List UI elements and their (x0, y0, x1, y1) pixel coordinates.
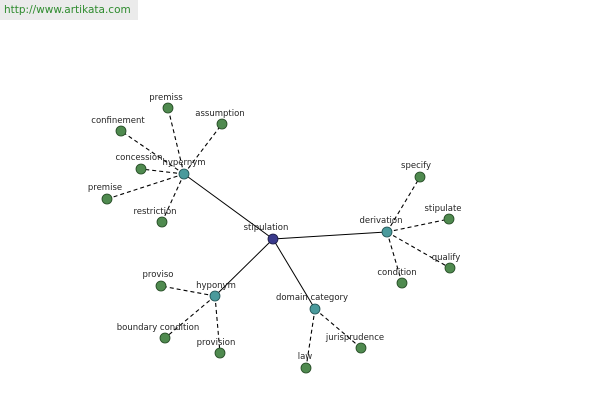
node-concession[interactable] (135, 163, 147, 175)
node-proviso[interactable] (155, 280, 167, 292)
node-stipulation[interactable] (267, 233, 279, 245)
label-stipulate[interactable]: stipulate (424, 204, 461, 214)
node-derivation[interactable] (381, 226, 393, 238)
label-specify[interactable]: specify (401, 161, 431, 171)
label-jurisprudence[interactable]: jurisprudence (325, 333, 384, 343)
edge-derivation-specify (386, 176, 421, 233)
edge-hypernym-premiss (167, 107, 185, 175)
label-provision[interactable]: provision (197, 338, 236, 348)
node-jurisprudence[interactable] (355, 342, 367, 354)
edge-derivation-stipulate (386, 218, 450, 233)
edges-layer (106, 107, 451, 369)
edge-hypernym-assumption (183, 123, 223, 175)
nodes-layer (101, 102, 456, 374)
label-hyponym[interactable]: hyponym (196, 281, 236, 291)
edge-derivation-condition (386, 231, 403, 284)
node-confinement[interactable] (115, 125, 127, 137)
label-restriction[interactable]: restriction (133, 207, 176, 217)
node-qualify[interactable] (444, 262, 456, 274)
label-law[interactable]: law (298, 352, 313, 362)
node-assumption[interactable] (216, 118, 228, 130)
label-derivation[interactable]: derivation (359, 216, 402, 226)
edge-stipulation-hypernym (183, 173, 274, 240)
label-condition[interactable]: condition (377, 268, 416, 278)
edge-hypernym-concession (140, 168, 185, 175)
node-hyponym[interactable] (209, 290, 221, 302)
label-premise[interactable]: premise (88, 183, 122, 193)
node-condition[interactable] (396, 277, 408, 289)
edge-hypernym-confinement (120, 130, 185, 175)
label-domain-category[interactable]: domain category (276, 293, 348, 303)
edge-hyponym-proviso (160, 285, 216, 297)
url-bar: http://www.artikata.com (0, 0, 138, 20)
edge-domain-category-jurisprudence (314, 308, 362, 349)
node-premiss[interactable] (162, 102, 174, 114)
edge-hyponym-boundary-condition (164, 295, 216, 339)
edge-stipulation-derivation (272, 231, 388, 240)
label-premiss[interactable]: premiss (149, 93, 183, 103)
site-url-link[interactable]: http://www.artikata.com (4, 4, 131, 16)
node-restriction[interactable] (156, 216, 168, 228)
node-domain-category[interactable] (309, 303, 321, 315)
edge-domain-category-law (305, 308, 316, 369)
label-boundary-condition[interactable]: boundary condition (117, 323, 200, 333)
label-concession[interactable]: concession (116, 153, 163, 163)
edge-stipulation-hyponym (214, 238, 274, 297)
node-stipulate[interactable] (443, 213, 455, 225)
edge-hyponym-provision (214, 295, 221, 354)
label-confinement[interactable]: confinement (91, 116, 145, 126)
node-premise[interactable] (101, 193, 113, 205)
node-hypernym[interactable] (178, 168, 190, 180)
label-proviso[interactable]: proviso (143, 270, 174, 280)
node-specify[interactable] (414, 171, 426, 183)
node-provision[interactable] (214, 347, 226, 359)
label-hypernym[interactable]: hypernym (162, 158, 205, 168)
label-stipulation[interactable]: stipulation (244, 223, 289, 233)
edge-stipulation-domain-category (272, 238, 316, 310)
label-qualify[interactable]: qualify (432, 253, 461, 263)
edge-derivation-qualify (386, 231, 451, 269)
node-boundary-condition[interactable] (159, 332, 171, 344)
node-law[interactable] (300, 362, 312, 374)
label-assumption[interactable]: assumption (195, 109, 244, 119)
labels-layer: premiss assumption confinement concession pr… (88, 93, 462, 362)
edge-hypernym-restriction (161, 173, 185, 223)
